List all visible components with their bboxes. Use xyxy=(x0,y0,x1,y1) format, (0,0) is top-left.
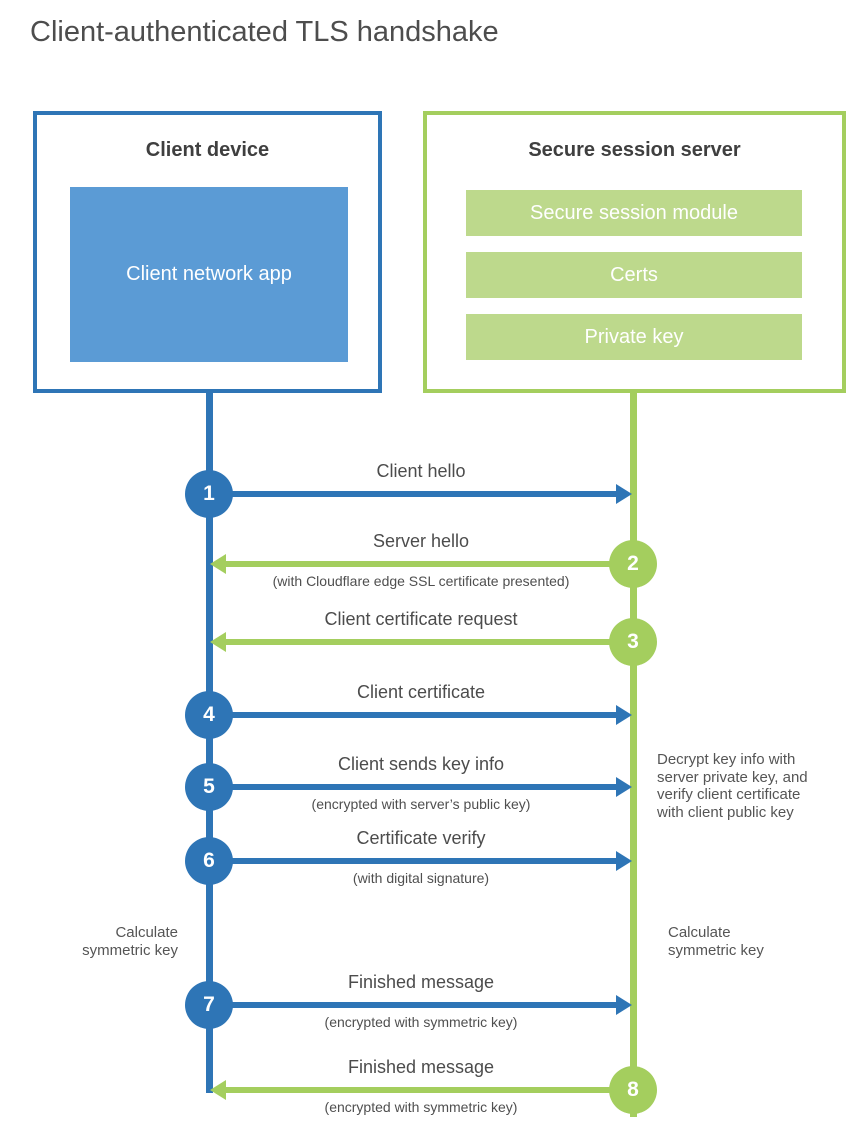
server-lifeline xyxy=(630,393,637,1117)
client-network-app-label: Client network app xyxy=(126,263,292,285)
arrow-left-icon xyxy=(210,554,630,574)
client-device-title: Client device xyxy=(145,139,270,161)
calculate-symmetric-key-client-note: Calculate symmetric key xyxy=(82,924,178,959)
page-title: Client-authenticated TLS handshake xyxy=(30,16,499,48)
arrow-left-icon xyxy=(210,1080,630,1100)
step-number-badge: 8 xyxy=(609,1066,657,1114)
secure-session-server-title: Secure session server xyxy=(528,139,741,161)
decrypt-key-info-note: Decrypt key info with server private key… xyxy=(657,751,808,822)
step-label: Finished message xyxy=(347,972,495,992)
arrow-right-icon xyxy=(212,851,632,871)
step-label: Finished message xyxy=(347,1057,495,1077)
step-number-badge: 7 xyxy=(185,981,233,1029)
arrow-right-icon xyxy=(212,705,632,725)
step-number-badge: 4 xyxy=(185,691,233,739)
step-label: Client certificate xyxy=(356,682,486,702)
step-sublabel: (encrypted with symmetric key) xyxy=(324,1099,518,1115)
arrow-right-icon xyxy=(212,484,632,504)
secure-session-module-bar: Secure session module xyxy=(466,190,802,236)
arrow-right-icon xyxy=(212,777,632,797)
arrow-left-icon xyxy=(210,632,630,652)
certs-bar: Certs xyxy=(466,252,802,298)
step-label: Server hello xyxy=(372,531,470,551)
step-label: Client certificate request xyxy=(324,609,518,629)
step-label: Client hello xyxy=(376,461,466,481)
private-key-bar: Private key xyxy=(466,314,802,360)
client-network-app-box: Client network app xyxy=(70,187,348,362)
step-number-badge: 2 xyxy=(609,540,657,588)
step-sublabel: (encrypted with symmetric key) xyxy=(324,1014,518,1030)
step-label: Certificate verify xyxy=(356,828,486,848)
step-label: Client sends key info xyxy=(337,754,505,774)
client-lifeline xyxy=(206,393,213,1093)
step-sublabel: (encrypted with server’s public key) xyxy=(311,796,531,812)
step-sublabel: (with Cloudflare edge SSL certificate pr… xyxy=(272,573,570,589)
step-number-badge: 5 xyxy=(185,763,233,811)
step-number-badge: 3 xyxy=(609,618,657,666)
step-number-badge: 1 xyxy=(185,470,233,518)
calculate-symmetric-key-server-note: Calculate symmetric key xyxy=(668,924,764,959)
step-sublabel: (with digital signature) xyxy=(352,870,490,886)
arrow-right-icon xyxy=(212,995,632,1015)
step-number-badge: 6 xyxy=(185,837,233,885)
